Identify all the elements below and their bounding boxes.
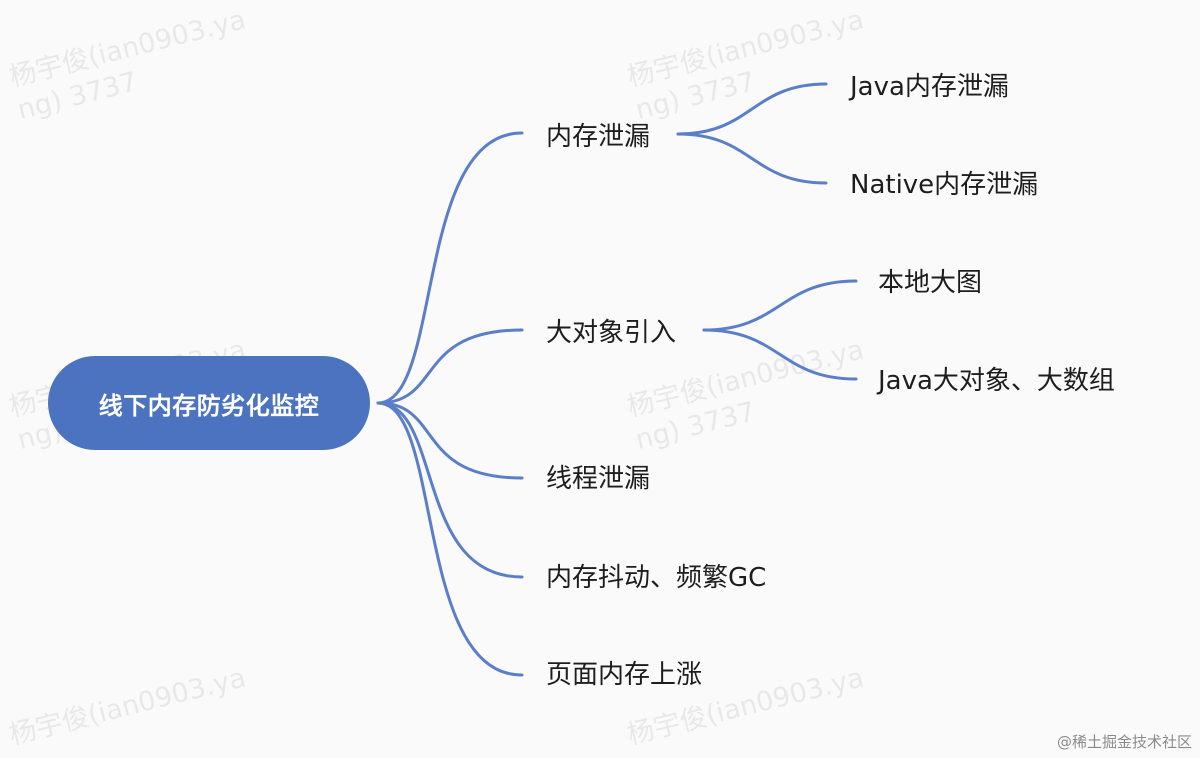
link-root-thread-leak [376, 401, 524, 480]
link-root-large-object [376, 328, 524, 405]
branch-label: 大对象引入 [546, 318, 677, 348]
branch-thread-leak: 线程泄漏 [546, 462, 650, 496]
branch-memory-churn: 内存抖动、频繁GC [546, 561, 766, 595]
branch-large-object: 大对象引入 [546, 316, 676, 350]
leaf-java-memory-leak: Java内存泄漏 [850, 70, 1009, 104]
link-root-memory-leak [376, 131, 524, 405]
branch-page-memory-rise: 页面内存上涨 [546, 658, 702, 692]
link-memory-leak-java [676, 82, 828, 136]
leaf-local-large-image: 本地大图 [878, 266, 982, 300]
branch-label: 页面内存上涨 [546, 660, 703, 690]
link-root-memory-churn [376, 401, 524, 579]
branch-label: 内存泄漏 [546, 122, 651, 152]
link-root-page-memory-rise [376, 401, 524, 677]
leaf-java-large-object: Java大对象、大数组 [878, 364, 1115, 398]
branch-label: 内存抖动、频繁GC [546, 563, 767, 593]
root-node: 线下内存防劣化监控 [48, 356, 370, 450]
link-memory-leak-native [676, 132, 828, 185]
link-large-object-image [702, 279, 858, 332]
leaf-label: Java内存泄漏 [850, 72, 1009, 102]
branch-memory-leak: 内存泄漏 [546, 120, 650, 154]
credit-text: @稀土掘金技术社区 [1056, 733, 1192, 751]
branch-label: 线程泄漏 [546, 464, 651, 494]
link-large-object-java [702, 328, 858, 381]
root-label: 线下内存防劣化监控 [98, 391, 320, 420]
leaf-native-memory-leak: Native内存泄漏 [850, 168, 1038, 202]
leaf-label: 本地大图 [878, 268, 983, 298]
leaf-label: Java大对象、大数组 [878, 366, 1115, 396]
leaf-label: Native内存泄漏 [850, 170, 1039, 200]
